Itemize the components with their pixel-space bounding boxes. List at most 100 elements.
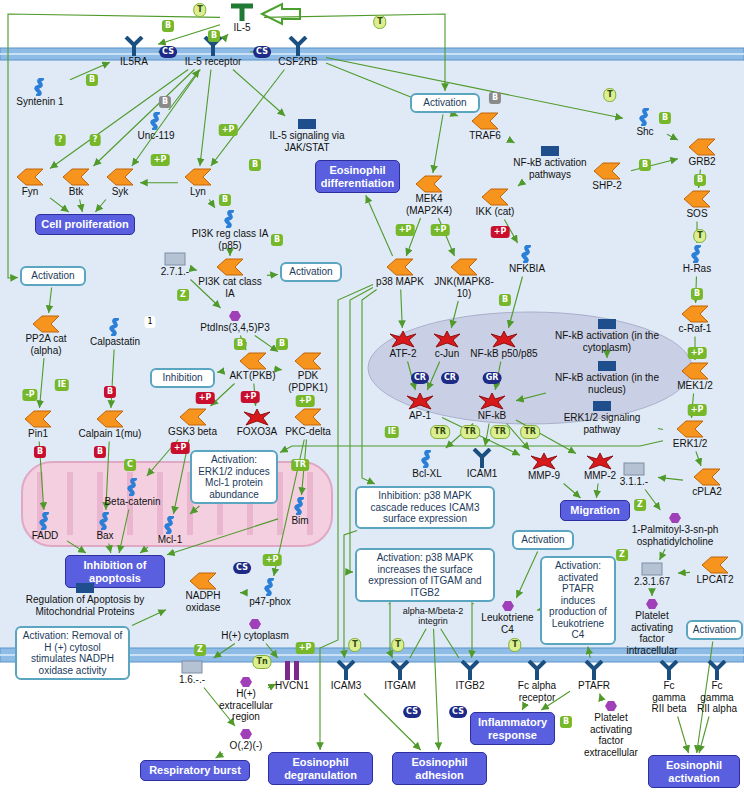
connector <box>268 684 276 688</box>
protein-kinase-icon <box>61 168 91 186</box>
badge: +P <box>241 391 260 403</box>
connector <box>233 70 285 117</box>
protein-kinase-icon <box>385 258 415 276</box>
node-label: PDK (PDPK1) <box>280 370 336 393</box>
node-label: MMP-2 <box>578 470 622 482</box>
badge: B <box>499 294 511 306</box>
node-label: NF-kB activation pathways <box>510 157 590 180</box>
compound-icon <box>228 310 242 322</box>
node-label: MMP-9 <box>522 470 566 482</box>
protein-kinase: p38 MAPK <box>375 258 425 288</box>
enzyme-icon <box>181 660 203 674</box>
transcription-factor-icon <box>388 330 418 348</box>
node-label: Calpastatin <box>85 336 145 348</box>
connector <box>140 547 148 553</box>
compound-icon <box>248 618 262 630</box>
transcription-factor: FOXO3A <box>232 408 282 438</box>
receptor-icon <box>455 660 485 680</box>
protein-kinase: TRAF6 <box>460 112 510 142</box>
protein-kinase-icon <box>700 556 730 574</box>
transcription-factor: MMP-9 <box>522 452 566 482</box>
node-label: Fc gamma RII beta <box>646 680 692 715</box>
badge: CS <box>159 46 177 58</box>
mitochondrion <box>22 462 332 546</box>
protein-icon <box>123 478 143 496</box>
protein-kinase: Lyn <box>180 168 216 198</box>
node-label: IKK (cat) <box>470 206 520 218</box>
connector <box>631 159 678 171</box>
connector <box>267 274 278 276</box>
node-label: MEK1/2 <box>670 380 720 392</box>
node-label: Activation: ERK1/2 induces Mcl-1 protein… <box>196 454 272 500</box>
note-box: Activation: p38 MAPK increases the surfa… <box>355 548 495 602</box>
badge: B <box>249 159 261 171</box>
receptor: ICAM1 <box>462 448 502 480</box>
protein-kinase: JNK(MAPK8-10) <box>428 258 500 299</box>
transcription-factor: NF-kB p50/p85 <box>468 330 540 360</box>
badge: B <box>159 96 171 108</box>
node-label: c-Raf-1 <box>670 323 720 335</box>
node-label: Activation: activated PTAFR induces prod… <box>546 560 610 641</box>
node-label: Migration <box>565 504 625 517</box>
process-box: Eosinophil adhesion <box>392 752 487 785</box>
connector <box>326 57 623 118</box>
protein-kinase-icon <box>215 258 245 276</box>
note-box: Activation <box>20 266 86 286</box>
protein-icon <box>417 450 437 468</box>
transcription-factor: ATF-2 <box>383 330 423 360</box>
protein-icon <box>35 512 55 530</box>
connector <box>140 182 178 183</box>
node-label: ERK1/2 signaling pathway <box>548 412 656 435</box>
pathway-link-icon <box>597 360 617 372</box>
node-label: NF-kB p50/p85 <box>468 348 540 360</box>
connector <box>512 142 515 143</box>
node-label: Fc gamma RII alpha <box>694 680 740 715</box>
node-label: GSK3 beta <box>165 426 220 438</box>
badge: +P <box>263 554 282 566</box>
badge: B <box>276 338 288 350</box>
connector <box>50 70 188 169</box>
pathway-link-icon <box>597 318 617 330</box>
node-label: Shc <box>625 126 665 138</box>
input-arrow <box>262 4 300 24</box>
process-box: Migration <box>560 500 630 521</box>
connector <box>364 694 421 751</box>
connector <box>434 629 439 750</box>
nucleus <box>368 312 692 424</box>
node-label: Eosinophil differentiation <box>320 164 395 189</box>
badge: B <box>694 174 706 186</box>
connector <box>111 350 114 409</box>
receptor: ITGB2 <box>448 660 492 692</box>
badge: B <box>34 446 46 458</box>
badge: CS <box>233 562 251 574</box>
badge: B <box>94 446 106 458</box>
node-label: Beta-catenin <box>100 496 165 508</box>
node-label: Bcl-XL <box>405 468 449 480</box>
connector <box>109 544 111 554</box>
pathway-link: NF-kB activation (in the nucleus) <box>548 360 666 395</box>
badge: +P <box>431 224 450 236</box>
node-label: TRAF6 <box>460 130 510 142</box>
node-label: Bax <box>85 530 125 542</box>
connector <box>516 393 546 401</box>
transcription-factor: AP-1 <box>400 392 440 422</box>
node-label: PI3K cat class IA <box>195 276 265 299</box>
badge: B <box>639 159 651 171</box>
connector <box>471 603 473 658</box>
process-box: Respiratory burst <box>140 760 250 781</box>
node-label: p47-phox <box>245 596 295 608</box>
connector <box>350 287 373 572</box>
node-label: AKT(PKB) <box>225 370 280 382</box>
protein: p47-phox <box>245 578 295 608</box>
badge: Z <box>634 499 646 511</box>
note-box: Inhibition: p38 MAPK cascade reduces ICA… <box>355 486 495 529</box>
note-box: Activation <box>512 530 574 550</box>
connector <box>50 198 69 212</box>
badge: B <box>208 30 220 42</box>
compound-icon <box>604 700 618 712</box>
node-label: MEK4 (MAP2K4) <box>400 193 458 216</box>
connector <box>485 424 489 447</box>
process-box: Eosinophil activation <box>648 755 740 788</box>
badge: B <box>104 386 116 398</box>
compound-icon <box>645 598 659 610</box>
